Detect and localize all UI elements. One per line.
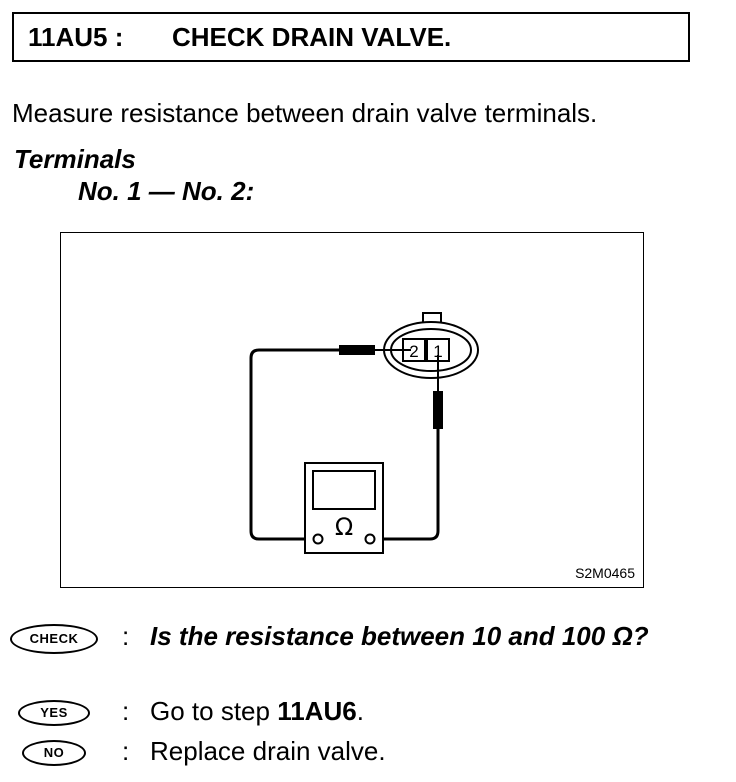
circuit-diagram: 2 1 Ω [249,312,479,554]
meter-terminal-left [312,533,324,545]
terminals-spec: No. 1 — No. 2: [78,176,255,206]
step-code: 11AU5 : [28,22,124,52]
yes-action-suffix: . [356,696,364,726]
yes-colon: : [122,696,130,726]
yes-badge: YES [18,700,90,726]
right-lead-wire [375,429,440,541]
step-header: 11AU5 : CHECK DRAIN VALVE. [12,12,690,62]
check-badge: CHECK [10,624,98,654]
yes-action-prefix: Go to step [150,696,278,726]
terminal-2-label: 2 [409,342,418,361]
instruction-text: Measure resistance between drain valve t… [12,98,598,128]
no-colon: : [122,736,130,766]
no-action: Replace drain valve. [150,736,386,766]
yes-action: Go to step 11AU6. [150,696,364,727]
step-title: CHECK DRAIN VALVE. [172,22,452,52]
left-lead-wire [249,348,339,541]
terminals-label: Terminals [14,144,136,174]
no-badge: NO [22,740,86,766]
right-probe [433,391,443,429]
wiring-figure: 2 1 Ω S2M0465 [60,232,644,588]
yes-step-link[interactable]: 11AU6 [277,696,357,726]
check-colon: : [122,621,130,651]
ohmmeter-display [312,470,376,510]
terminal-1-label: 1 [433,342,442,361]
ohm-symbol: Ω [335,513,353,541]
figure-id: S2M0465 [575,565,635,581]
left-probe [339,345,375,355]
check-question: Is the resistance between 10 and 100 Ω? [150,621,649,651]
meter-terminal-right [364,533,376,545]
